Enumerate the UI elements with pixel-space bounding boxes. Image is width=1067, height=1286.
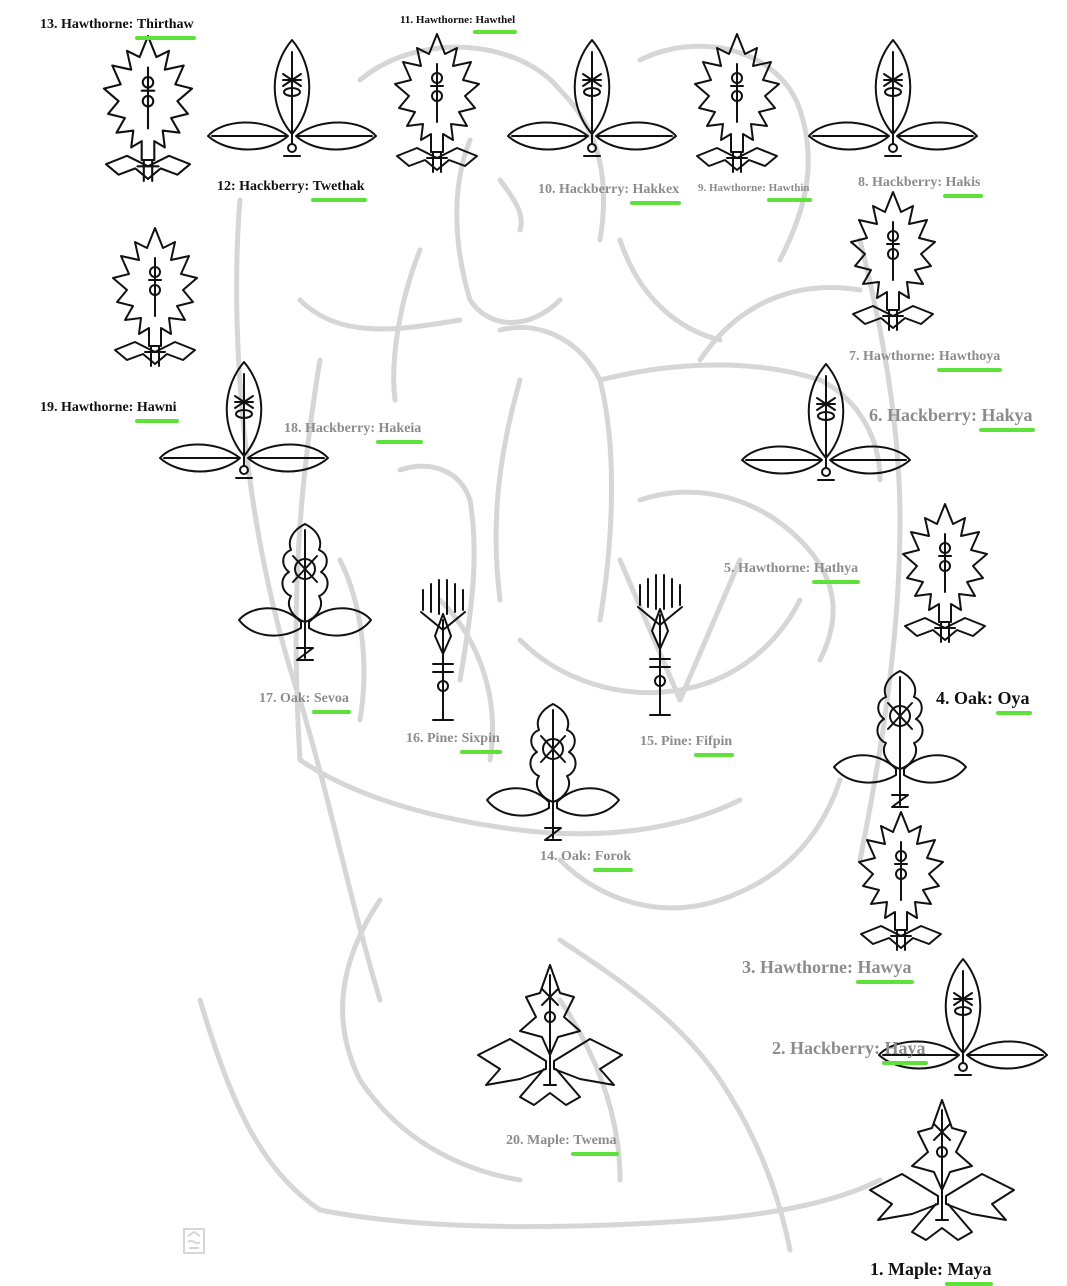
label-10: 10. Hackberry: Hakkex	[538, 182, 681, 205]
label-17-name: Sevoa	[311, 691, 351, 714]
label-6-name: Hakya	[979, 405, 1035, 432]
label-13-prefix: 13. Hawthorne:	[40, 17, 134, 32]
sigil-12-hackberry	[207, 39, 377, 157]
sigil-3-hawthorne	[858, 811, 944, 951]
label-5: 5. Hawthorne: Hathya	[724, 561, 861, 584]
label-3: 3. Hawthorne: Hawya	[742, 957, 914, 984]
label-16: 16. Pine: Sixpin	[406, 731, 502, 754]
label-7: 7. Hawthorne: Hawthoya	[849, 349, 1003, 372]
label-19-name: Hawni	[134, 400, 179, 423]
label-9-prefix: 9. Hawthorne:	[698, 182, 766, 194]
label-18: 18. Hackberry: Hakeia	[284, 421, 424, 444]
label-2-name: Haya	[882, 1038, 928, 1065]
label-8-prefix: 8. Hackberry:	[858, 175, 942, 190]
label-7-name: Hawthoya	[936, 349, 1003, 372]
label-16-prefix: 16. Pine:	[406, 731, 459, 746]
label-1: 1. Maple: Maya	[870, 1259, 994, 1286]
label-6: 6. Hackberry: Hakya	[869, 405, 1035, 432]
sigil-9-hawthorne	[694, 33, 780, 173]
label-6-prefix: 6. Hackberry:	[869, 405, 977, 425]
label-19: 19. Hawthorne: Hawni	[40, 400, 179, 423]
label-13-name: Thirthaw	[134, 17, 196, 40]
label-5-prefix: 5. Hawthorne:	[724, 561, 811, 576]
sigil-14-oak	[486, 703, 620, 841]
label-5-name: Hathya	[811, 561, 861, 584]
sigil-13-hawthorne	[102, 35, 194, 183]
label-10-prefix: 10. Hackberry:	[538, 182, 629, 197]
label-3-prefix: 3. Hawthorne:	[742, 957, 853, 977]
label-15-name: Fifpin	[693, 734, 734, 757]
label-8: 8. Hackberry: Hakis	[858, 175, 983, 198]
sigil-8-hackberry	[808, 39, 978, 157]
label-1-name: Maya	[945, 1259, 994, 1286]
label-11-name: Hawthel	[473, 14, 517, 34]
label-9-name: Hawthin	[766, 182, 812, 202]
label-9: 9. Hawthorne: Hawthin	[698, 182, 812, 202]
label-3-name: Hawya	[855, 957, 914, 984]
artist-signature-mark	[183, 1228, 205, 1254]
sigil-1-maple	[869, 1099, 1015, 1241]
label-7-prefix: 7. Hawthorne:	[849, 349, 936, 364]
label-4-name: Oya	[995, 688, 1032, 715]
label-4: 4. Oak: Oya	[936, 688, 1032, 715]
label-18-prefix: 18. Hackberry:	[284, 421, 375, 436]
sigil-5-hawthorne	[902, 503, 988, 643]
label-14: 14. Oak: Forok	[540, 849, 634, 872]
label-17-prefix: 17. Oak:	[259, 691, 311, 706]
label-16-name: Sixpin	[459, 731, 502, 754]
label-11: 11. Hawthorne: Hawthel	[400, 14, 517, 34]
label-11-prefix: 11. Hawthorne:	[400, 14, 473, 26]
label-20-prefix: 20. Maple:	[506, 1133, 570, 1148]
label-15-prefix: 15. Pine:	[640, 734, 693, 749]
label-4-prefix: 4. Oak:	[936, 688, 994, 708]
sigil-18-hackberry	[159, 361, 329, 479]
label-2-prefix: 2. Hackberry:	[772, 1038, 880, 1058]
sigil-19-hawthorne	[112, 227, 198, 367]
label-15: 15. Pine: Fifpin	[640, 734, 734, 757]
label-8-name: Hakis	[943, 175, 983, 198]
label-14-prefix: 14. Oak:	[540, 849, 592, 864]
label-12-name: Twethak	[310, 179, 367, 202]
label-10-name: Hakkex	[630, 182, 681, 205]
label-2: 2. Hackberry: Haya	[772, 1038, 928, 1065]
label-19-prefix: 19. Hawthorne:	[40, 400, 134, 415]
label-14-name: Forok	[592, 849, 634, 872]
label-17: 17. Oak: Sevoa	[259, 691, 351, 714]
label-20-name: Twema	[571, 1133, 619, 1156]
label-13: 13. Hawthorne: Thirthaw	[40, 17, 196, 40]
label-1-prefix: 1. Maple:	[870, 1259, 943, 1279]
label-20: 20. Maple: Twema	[506, 1133, 619, 1156]
label-12: 12: Hackberry: Twethak	[217, 179, 367, 202]
label-18-name: Hakeia	[376, 421, 424, 444]
label-12-prefix: 12: Hackberry:	[217, 179, 310, 194]
background-figure-outline	[197, 43, 903, 1253]
